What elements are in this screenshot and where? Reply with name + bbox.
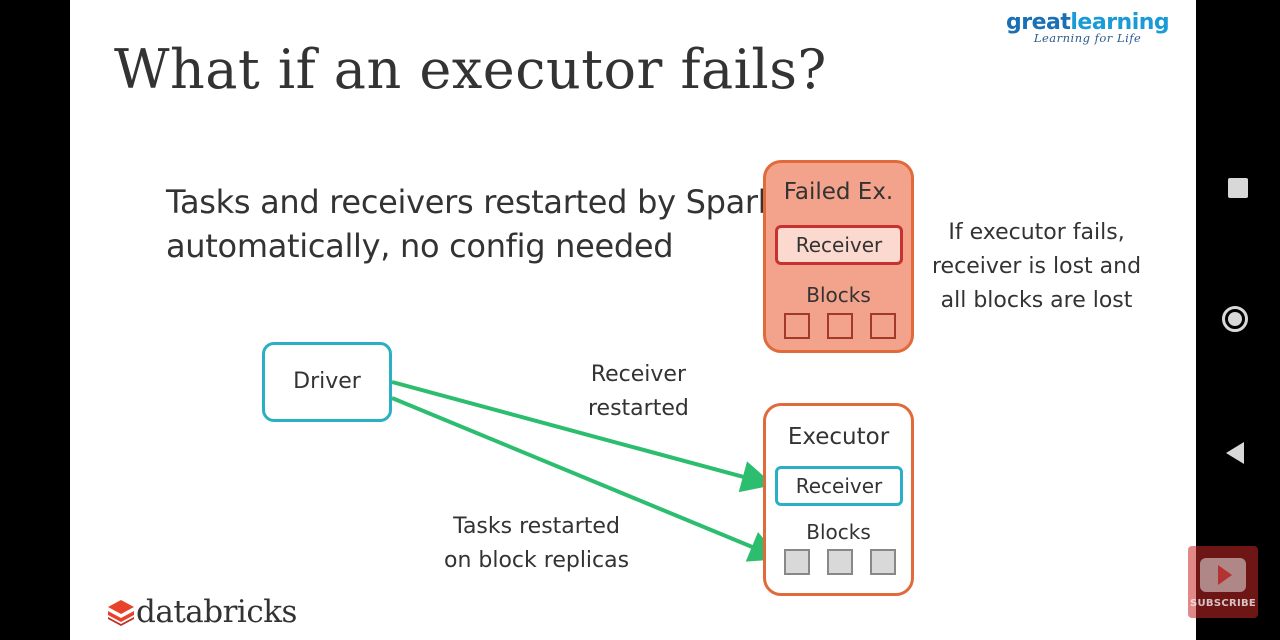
failed-executor-box: Failed Ex. Receiver Blocks (763, 160, 914, 353)
failed-note-line-1: If executor fails, (948, 220, 1125, 245)
databricks-logo-icon (108, 600, 134, 626)
subscribe-label: SUBSCRIBE (1189, 598, 1257, 609)
bullet-line-1: Tasks and receivers restarted by Spark (166, 183, 777, 221)
subscribe-button[interactable]: SUBSCRIBE (1188, 546, 1258, 618)
receiver-note-line-2: restarted (588, 396, 689, 421)
arrows-layer (391, 380, 782, 562)
databricks-wordmark: databricks (136, 594, 297, 630)
bullet-text: Tasks and receivers restarted by Spark a… (166, 180, 776, 268)
receiver-restarted-note: Receiver restarted (588, 358, 689, 426)
greatlearning-logo: greatlearning Learning for Life (1006, 10, 1170, 45)
executor-title: Executor (787, 424, 890, 450)
recents-square-icon[interactable] (1228, 178, 1248, 198)
logo-learning: learning (1070, 10, 1170, 35)
home-circle-icon[interactable] (1222, 306, 1248, 332)
failed-block (784, 313, 810, 339)
executor-block (827, 549, 853, 575)
tasks-note-line-2: on block replicas (444, 548, 630, 573)
failed-note-line-2: receiver is lost and (932, 254, 1142, 279)
driver-box: Driver (262, 342, 392, 422)
failed-receiver-box: Receiver (775, 225, 903, 265)
bullet-line-2: automatically, no config needed (166, 227, 674, 265)
executor-block (870, 549, 896, 575)
tasks-restarted-note: Tasks restarted on block replicas (444, 510, 629, 578)
executor-block (784, 549, 810, 575)
arrow-receiver-restarted (391, 380, 774, 493)
failed-blocks-label: Blocks (806, 283, 871, 307)
receiver-note-line-1: Receiver (590, 362, 687, 387)
databricks-logo: databricks (106, 594, 297, 630)
failed-block (870, 313, 896, 339)
failed-note: If executor fails, receiver is lost and … (932, 216, 1141, 318)
failed-note-line-3: all blocks are lost (940, 288, 1133, 313)
executor-blocks-label: Blocks (806, 520, 871, 544)
android-nav-bar (1196, 0, 1280, 640)
failed-executor-title: Failed Ex. (783, 179, 894, 205)
slide: What if an executor fails? greatlearning… (70, 0, 1196, 640)
logo-tagline: Learning for Life (1033, 31, 1142, 45)
failed-block (827, 313, 853, 339)
executor-receiver-box: Receiver (775, 466, 903, 506)
logo-great: great (1006, 10, 1071, 35)
youtube-play-icon (1200, 558, 1246, 592)
slide-title: What if an executor fails? (114, 38, 827, 101)
tasks-note-line-1: Tasks restarted (453, 514, 620, 539)
arrow-tasks-restarted (391, 396, 782, 562)
executor-box: Executor Receiver Blocks (763, 403, 914, 596)
back-triangle-icon[interactable] (1226, 442, 1244, 464)
